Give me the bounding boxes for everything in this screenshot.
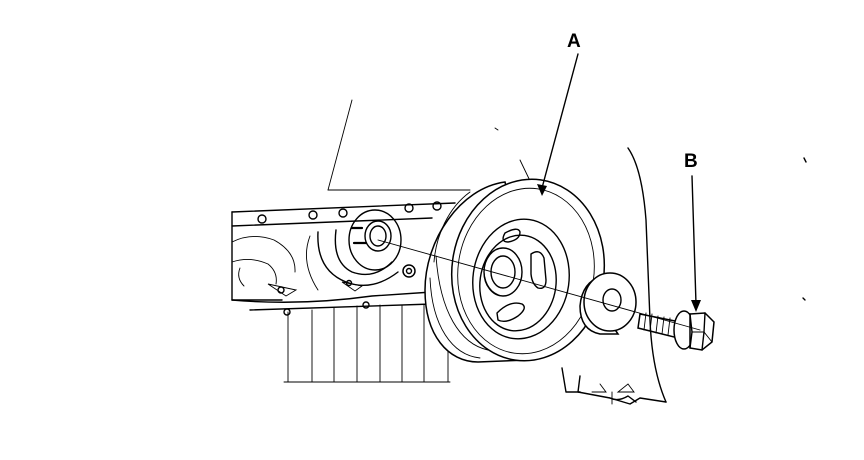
callout-label-b: B [684, 151, 698, 172]
crankshaft-pulley [424, 178, 606, 363]
crankshaft-seal [305, 209, 416, 292]
assembly-axis-line [377, 239, 701, 331]
leader-line-b [691, 175, 701, 312]
timing-cover [561, 147, 807, 405]
leader-line-a [537, 53, 579, 196]
callout-label-a: A [567, 31, 581, 52]
engine-block [231, 99, 533, 383]
washer [579, 272, 637, 335]
pulley-bolt [637, 310, 715, 351]
